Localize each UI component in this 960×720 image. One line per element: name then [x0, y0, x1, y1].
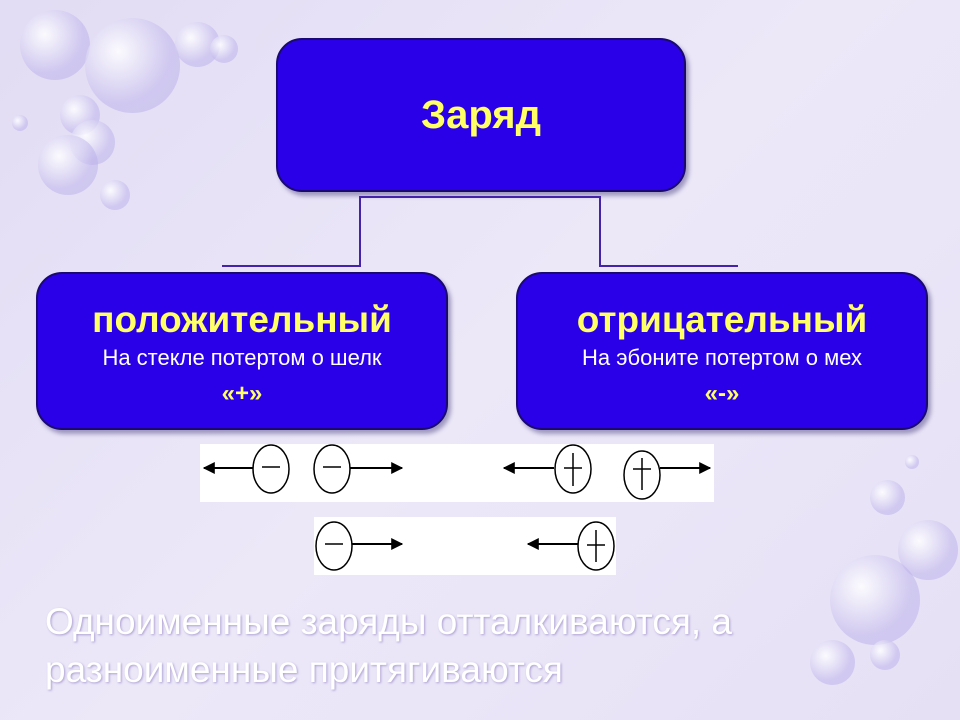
- repulsion-diagram-svg: [202, 444, 712, 500]
- attraction-diagram-svg: [315, 521, 615, 571]
- positive-charge-box: положительный На стекле потертом о шелк …: [36, 272, 448, 430]
- attraction-diagram: [314, 517, 616, 575]
- root-box: Заряд: [276, 38, 686, 192]
- negative-subtitle: На эбоните потертом о мех: [582, 345, 862, 370]
- positive-subtitle: На стекле потертом о шелк: [102, 345, 382, 370]
- positive-charge-icon: [526, 521, 615, 571]
- negative-symbol: «-»: [704, 380, 740, 407]
- positive-charge-icon: [502, 444, 592, 494]
- positive-charge-icon: [623, 450, 712, 500]
- negative-title: отрицательный: [576, 299, 868, 340]
- negative-charge-icon: [315, 521, 404, 571]
- negative-charge-box: отрицательный На эбоните потертом о мех …: [516, 272, 928, 430]
- positive-title: положительный: [92, 299, 392, 340]
- root-title: Заряд: [421, 93, 541, 137]
- positive-symbol: «+»: [221, 380, 263, 407]
- negative-charge-icon: [202, 444, 290, 494]
- caption-text: Одноименные заряды отталкиваются, а разн…: [45, 601, 732, 690]
- repulsion-diagram: [200, 444, 714, 502]
- negative-charge-icon: [313, 444, 404, 494]
